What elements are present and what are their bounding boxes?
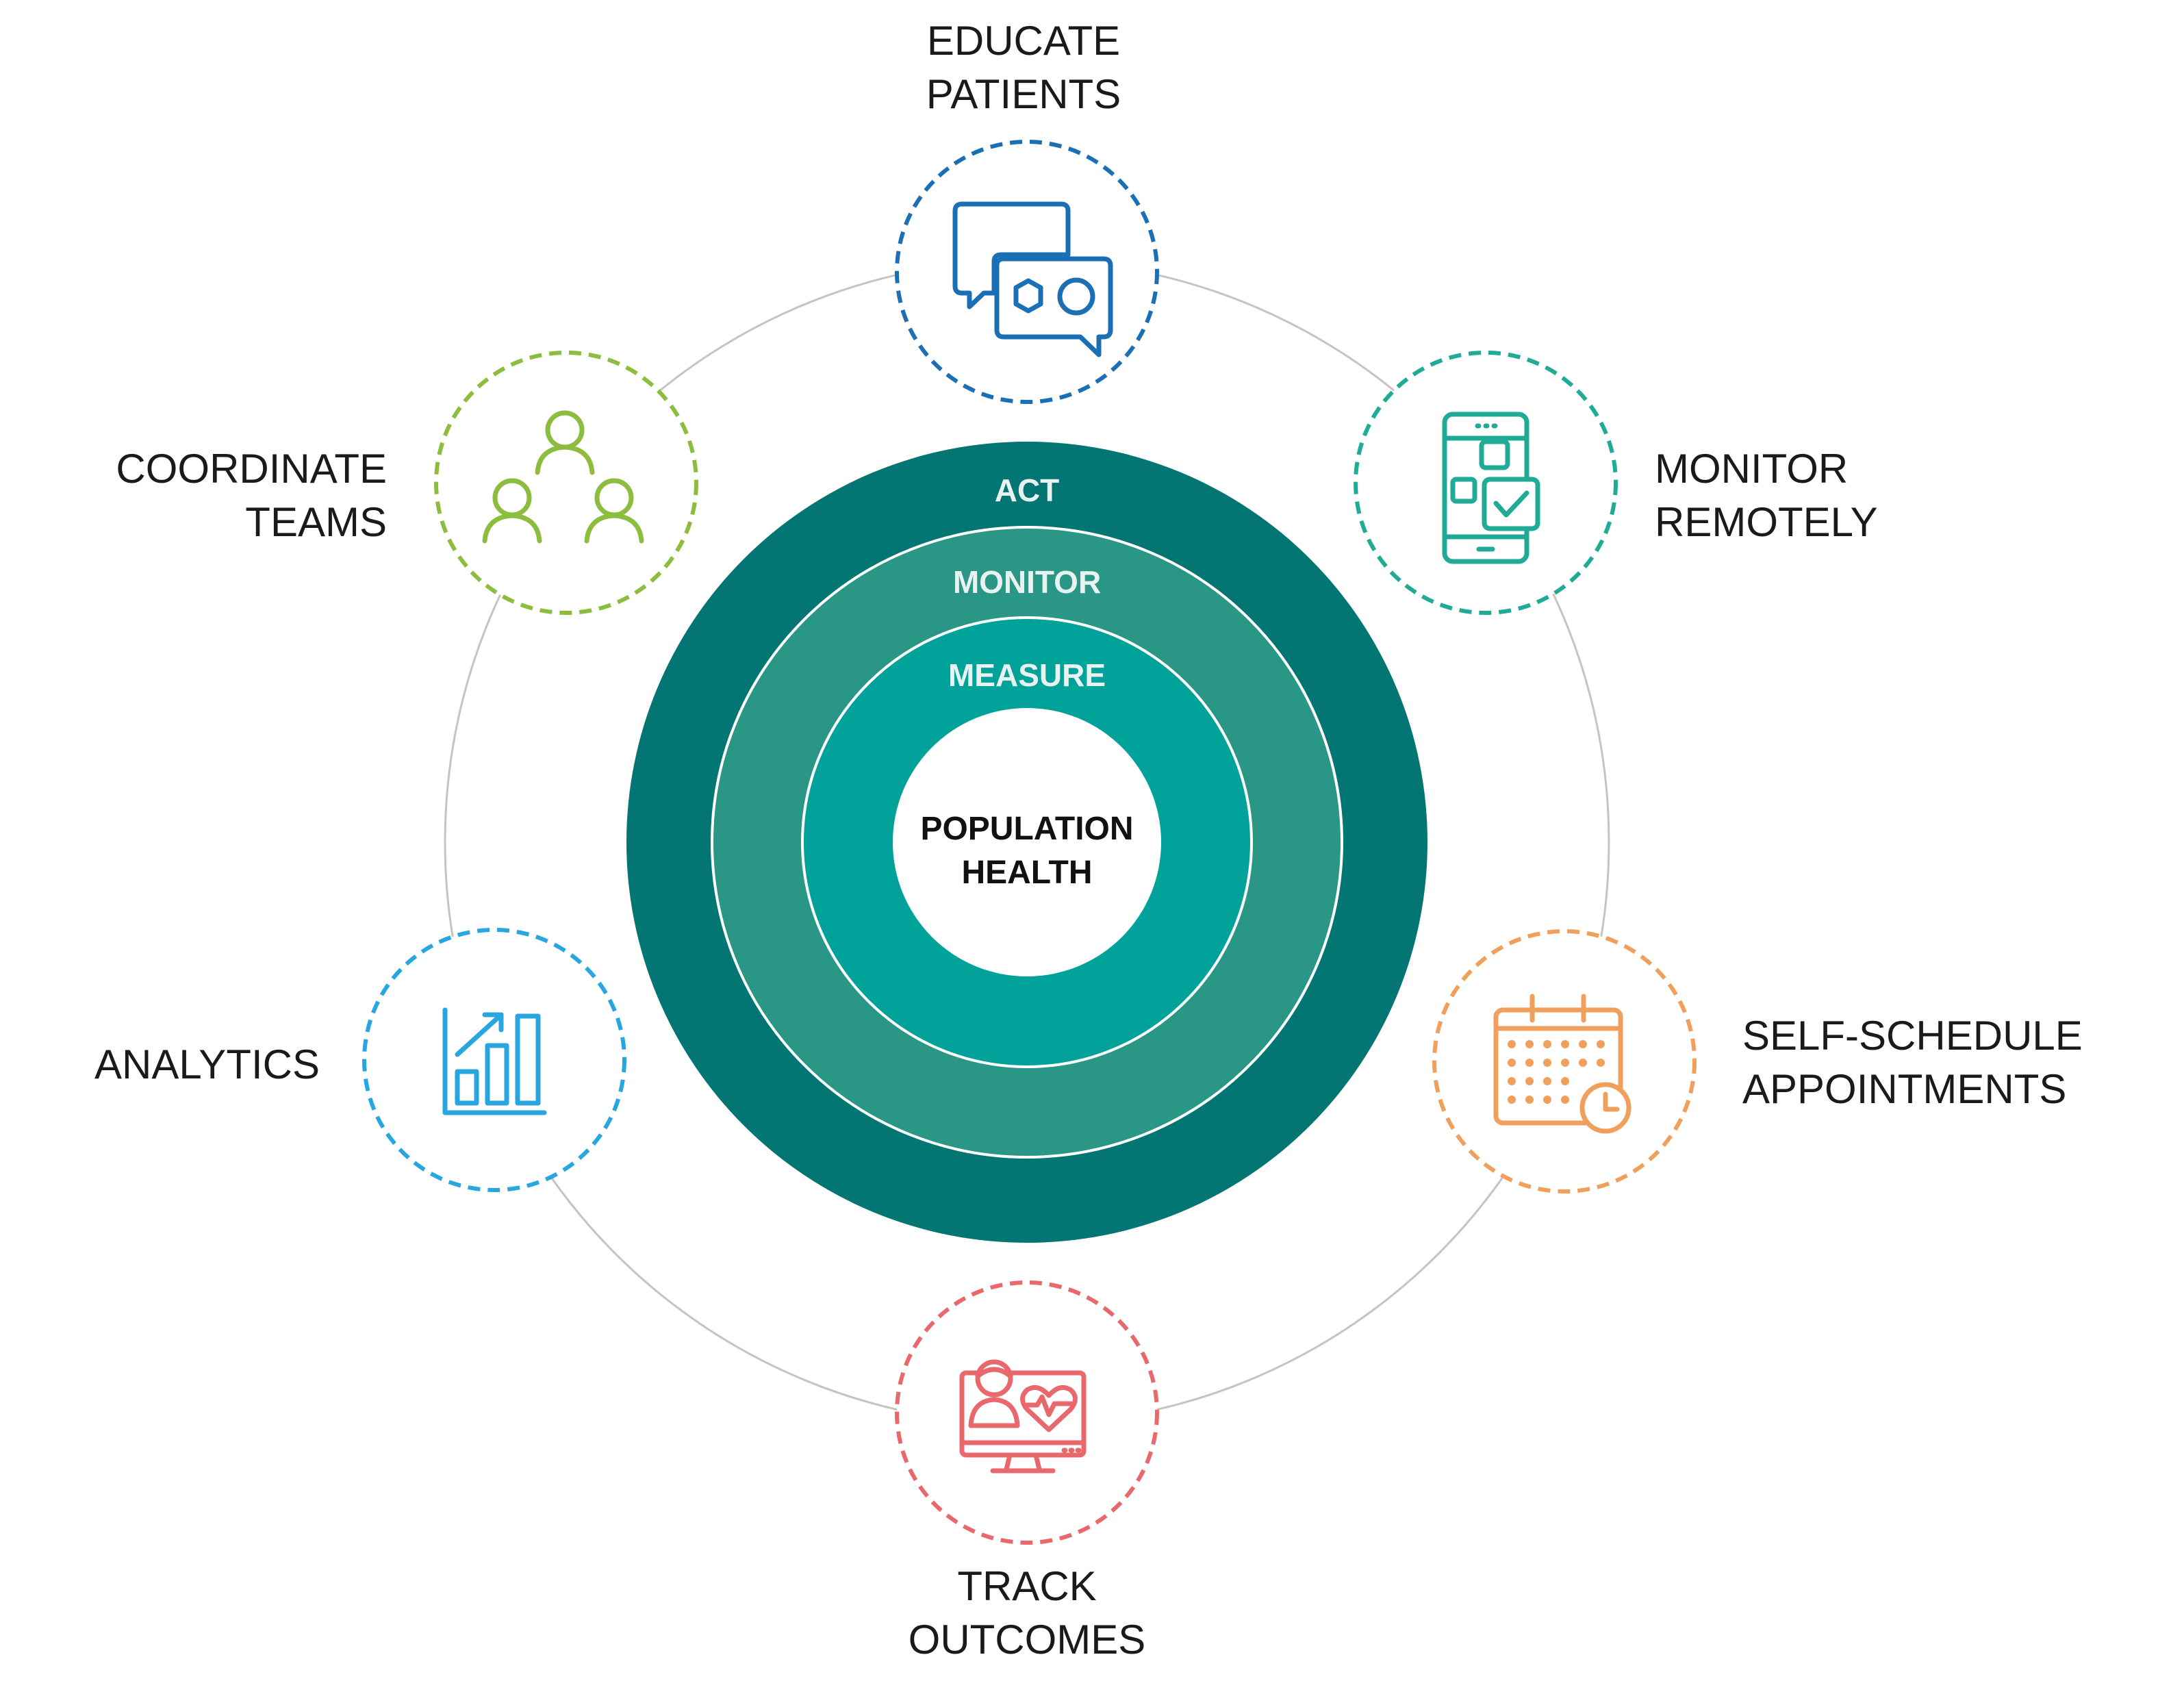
calendar-dot: [1508, 1096, 1516, 1104]
center-label-line2: HEALTH: [961, 855, 1092, 891]
node-label-schedule-line2: APPOINTMENTS: [1742, 1066, 2066, 1112]
calendar-dots: [1508, 1040, 1605, 1104]
node-circle-educate: [895, 140, 1159, 404]
node-educate-patients: EDUCATE PATIENTS: [895, 18, 1159, 404]
calendar-dot: [1525, 1040, 1534, 1048]
calendar-dot: [1597, 1040, 1605, 1048]
calendar-dot: [1525, 1077, 1534, 1085]
node-label-track-line2: OUTCOMES: [909, 1617, 1146, 1663]
node-label-educate-line1: EDUCATE: [927, 18, 1120, 64]
calendar-dot: [1508, 1077, 1516, 1085]
calendar-dot: [1561, 1096, 1569, 1104]
mobile-app-icon: [1442, 412, 1540, 564]
node-circle-coordinate: [434, 351, 698, 615]
calendar-dot: [1579, 1059, 1587, 1067]
ring-label-measure: MEASURE: [948, 657, 1106, 693]
node-circle-analytics: [362, 928, 626, 1192]
node-label-analytics: ANALYTICS: [94, 1041, 320, 1087]
node-self-schedule: SELF-SCHEDULE APPOINTMENTS: [1432, 929, 2083, 1193]
node-label-track-line1: TRACK: [957, 1563, 1096, 1609]
node-label-monitor-line1: MONITOR: [1655, 446, 1848, 492]
node-monitor-remotely: MONITOR REMOTELY: [1354, 351, 1878, 615]
monitor-heart-icon: [959, 1359, 1087, 1474]
calendar-dot: [1543, 1059, 1551, 1067]
node-track-outcomes: TRACK OUTCOMES: [895, 1280, 1159, 1663]
calendar-dot: [1597, 1059, 1605, 1067]
calendar-dot: [1525, 1096, 1534, 1104]
node-circle-track-outcomes: [895, 1280, 1159, 1545]
calendar-dot: [1525, 1059, 1534, 1067]
calendar-dot: [1561, 1077, 1569, 1085]
calendar-dot: [1508, 1059, 1516, 1067]
center-circle: [893, 708, 1161, 976]
calendar-dot: [1561, 1040, 1569, 1048]
chat-bubbles-icon: [952, 201, 1113, 357]
calendar-dot: [1561, 1059, 1569, 1067]
node-label-monitor-line2: REMOTELY: [1655, 499, 1878, 545]
node-analytics: ANALYTICS: [94, 928, 626, 1192]
calendar-dot: [1543, 1096, 1551, 1104]
calendar-dot: [1508, 1040, 1516, 1048]
ring-label-act: ACT: [995, 472, 1060, 508]
node-label-coordinate-line1: COORDINATE: [116, 446, 387, 492]
center-label-line1: POPULATION: [920, 811, 1133, 847]
node-label-coordinate-line2: TEAMS: [245, 499, 387, 545]
core-rings: ACT MONITOR MEASURE POPULATION HEALTH: [626, 442, 1427, 1243]
node-coordinate-teams: COORDINATE TEAMS: [116, 351, 698, 615]
node-label-educate-line2: PATIENTS: [926, 71, 1121, 117]
ring-label-monitor: MONITOR: [953, 564, 1101, 600]
node-label-schedule-line1: SELF-SCHEDULE: [1742, 1013, 2083, 1059]
calendar-clock-icon: [1493, 994, 1631, 1134]
calendar-dot: [1579, 1040, 1587, 1048]
bar-chart-icon: [442, 1007, 547, 1115]
team-icon: [482, 410, 644, 544]
calendar-dot: [1543, 1077, 1551, 1085]
calendar-dot: [1543, 1040, 1551, 1048]
